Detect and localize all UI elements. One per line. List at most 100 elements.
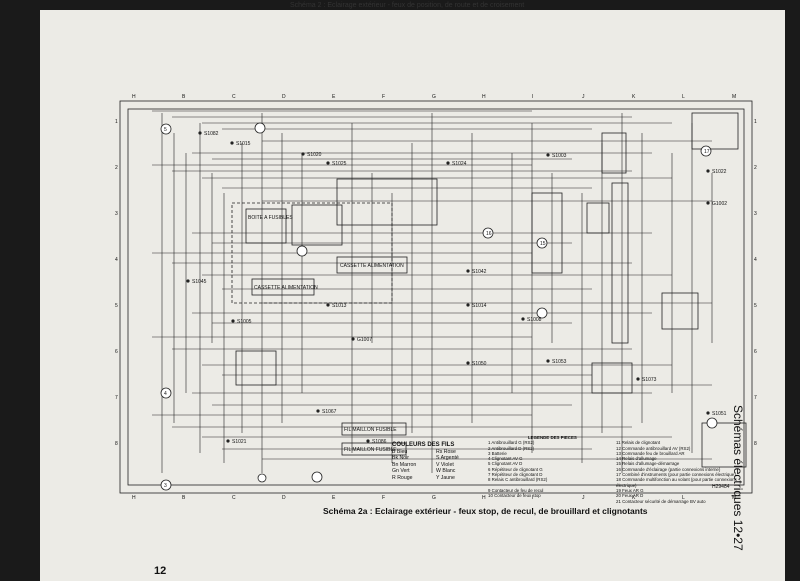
legend-item: 17 Combiné d'instruments (pour partie co… [616,472,736,478]
legend-item: 8 Relais C antibrouillard (RS2) [488,477,548,483]
grid-letter: H [132,94,136,100]
grid-letter: E [332,495,336,500]
legend-item: 14 Relais d'allumage [616,456,657,462]
splice-dot [301,152,305,156]
manual-page: Schéma 2 : Eclairage extérieur - feux de… [40,2,785,581]
component-circle [536,307,548,319]
legend-grid: 1 Antibrouillard G (RS2)11 Relais de cli… [488,440,744,504]
diagram-frame [119,100,753,494]
wire-color-item: R Rouge [392,474,413,481]
legend-title: LEGENDE DES PIECES [528,435,577,440]
diagram-inner-frame [127,108,745,486]
grid-number: 8 [754,441,757,447]
side-heading: Schémas électriques 12•27 [731,405,745,551]
splice-dot [546,359,550,363]
component-circle [311,471,323,483]
grid-number: 3 [115,211,118,217]
component-number: 16 [486,231,492,237]
grid-letter: C [232,495,236,500]
splice-label: S1025 [332,161,347,167]
component-number: 5 [164,127,167,133]
wire-color-item: S Argenté [436,455,459,461]
component-circle [296,245,308,257]
fuse-block [336,178,438,226]
wire-color-title: COULEURS DES FILS [392,442,455,448]
page-header: Schéma 2 : Eclairage extérieur - feux de… [290,2,525,9]
legend-item: 9 Contacteur de feu de recul [488,487,544,493]
fuse-box-outline [231,202,393,304]
feed-box-2 [251,278,315,296]
grid-number: 6 [115,349,118,355]
legend-item: 16 Commande d'éclairage (partie connexio… [616,466,721,472]
component-number: 4 [164,391,167,397]
splice-dot [326,303,330,307]
grid-letter: D [282,94,286,100]
legend-item: 5 Clignotant AV D [488,461,523,467]
wire-color-item: V Violet [436,461,454,468]
legend-item: 7 Répétiteur de clignotant D [488,472,543,478]
splice-label: S1005 [237,319,252,325]
splice-dot [466,361,470,365]
grid-number: 5 [115,303,118,309]
wire-color-item: Bk Noir [392,455,410,461]
component-circle [482,227,494,239]
feed-box-2-label: CASSETTE ALIMENTATION [254,285,318,291]
component-circle [160,479,172,491]
grid-number: 2 [115,165,118,171]
splice-dot [316,409,320,413]
page-number: 12 [154,565,167,577]
legend-item: 21 Contacteur sécurité de démarrage BV a… [616,498,706,504]
grid-letter: L [682,495,685,500]
lamp-cluster [661,292,699,330]
splice-label: S1021 [232,439,247,445]
grid-letter: I [532,94,533,100]
component-circle [706,417,718,429]
legend-item: 11 Relais de clignotant [616,440,661,446]
fusible-link-2 [341,442,407,456]
fuse-box-label: BOITE A FUSIBLES [248,215,293,221]
splice-dot [521,317,525,321]
splice-label: S1042 [472,269,487,275]
splice-label: S1015 [236,141,251,147]
legend-item: 18 Commande multifonction au volant (pou… [616,477,737,488]
grid-letter: B [182,495,186,500]
grid-letter: K [632,94,636,100]
wire-color-item: Gn Vert [392,468,410,474]
splice-label: S1082 [204,131,219,137]
legend-item [488,499,616,504]
grid-number: 7 [754,395,757,401]
legend-item: 3 Batterie [488,450,507,456]
grid-number: 2 [754,165,757,171]
rear-lamp-unit-2 [701,422,747,468]
grid-number: 4 [754,257,757,263]
grid-letter: J [582,495,585,500]
splice-label: S1086 [372,439,387,445]
splice-label: S1013 [332,303,347,309]
splice-label: S1024 [452,161,467,167]
splice-dot [636,377,640,381]
grid-letter: M [732,94,736,100]
wire-color-item: Rs Rose [436,448,456,455]
grid-number: 8 [115,441,118,447]
splice-label: S1014 [472,303,487,309]
grid-letter: C [232,94,236,100]
grid-letter: G [432,94,436,100]
ecu-block [531,192,563,274]
legend-item: 6 Répétiteur de clignotant G [488,466,543,472]
splice-label: S1067 [322,409,337,415]
splice-dot [198,131,202,135]
splice-label: G1007 [357,337,372,343]
grid-letter: F [382,94,385,100]
component-number: 15 [540,241,546,247]
legend-item: 19 Feux AR G [616,487,644,493]
legend-item: 10 Contacteur de feux stop [488,493,541,499]
grid-letter: H [482,495,486,500]
legend-item: 2 Antibrouillard D (RS2) [488,445,535,451]
component-circle [160,123,172,135]
fusible-link-1-label: FIL MAILLON FUSIBLE [344,427,397,433]
relay-right [586,202,610,234]
splice-label: S1050 [472,361,487,367]
